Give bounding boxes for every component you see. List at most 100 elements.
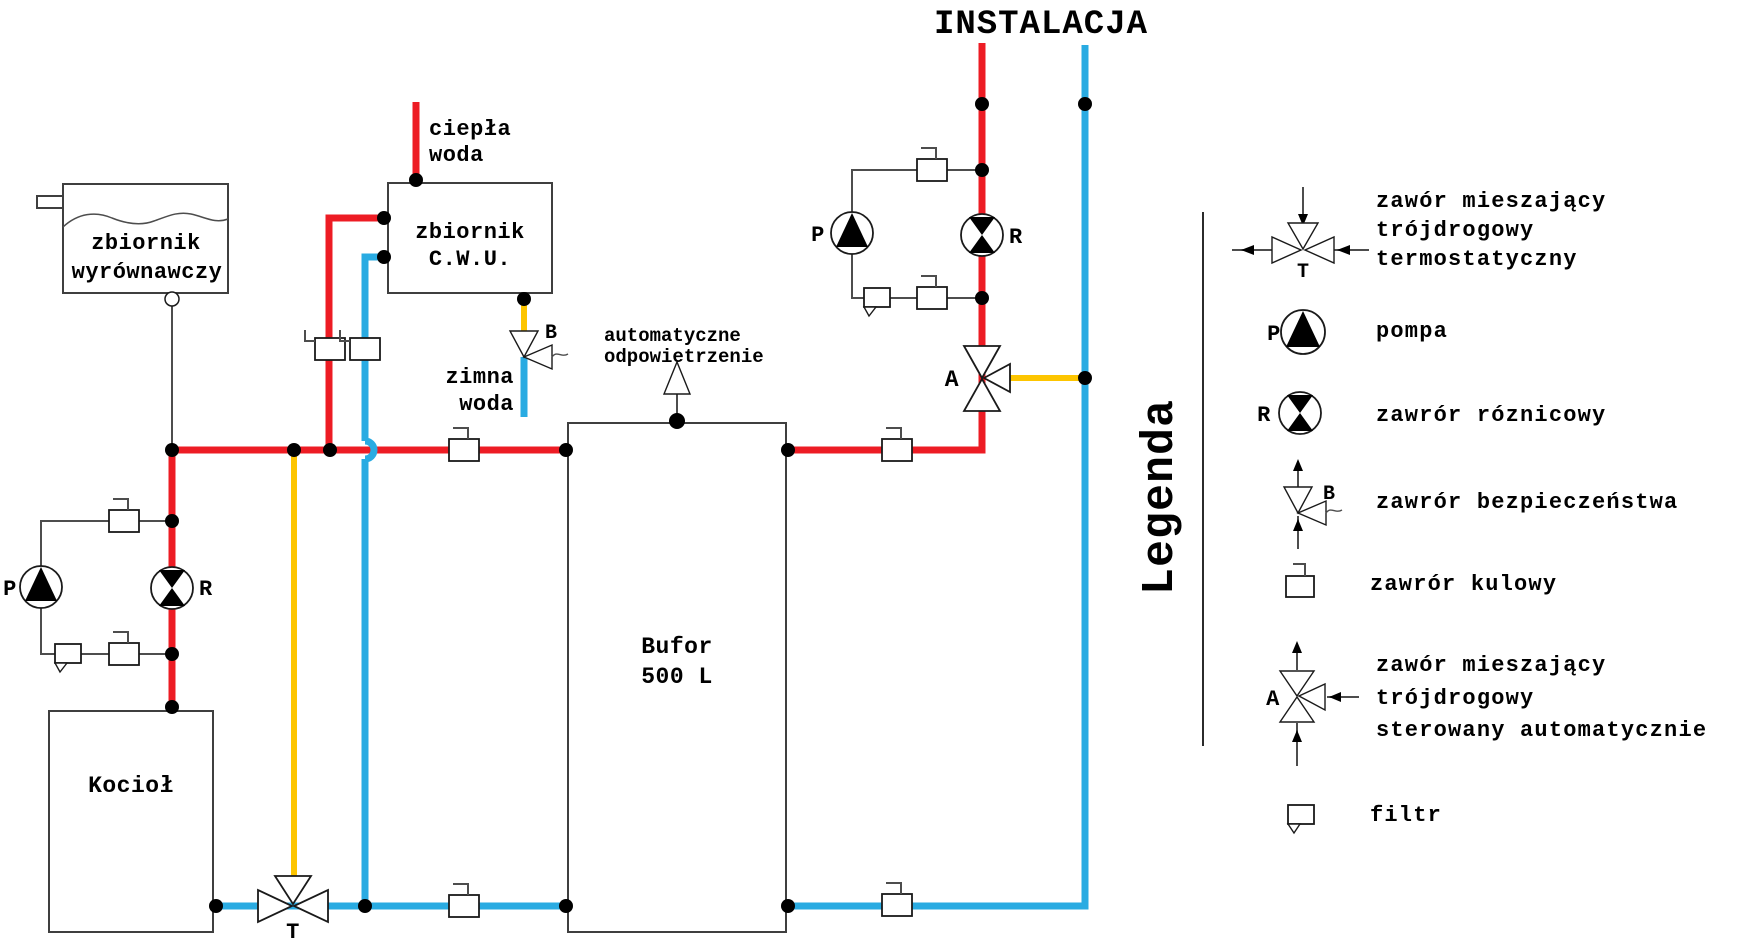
legend-entry-label: zawrór róznicowy [1376,403,1606,428]
pump-letter: P [811,223,825,248]
ball-valve-handle [886,427,902,439]
ball-valve-icon [108,498,140,533]
junction-dot [781,899,795,913]
valve-cone [962,377,1002,412]
valve-cone [1271,235,1303,265]
diff-valve-cone [159,588,185,606]
arrow-left-icon [1337,245,1350,255]
ball-valve-body [314,337,346,361]
pipe-hot-boiler-riser-and-main [168,446,568,711]
legend-pump-icon: P [1267,309,1326,355]
auto-vent-icon [662,360,692,395]
junction-dot [209,899,223,913]
components [19,147,1011,924]
legend-entry-label: trójdrogowy [1376,686,1534,711]
legend-entry-label: zawrór kulowy [1370,572,1557,597]
ball-valve-handle [453,883,469,895]
pump-icon [19,565,63,609]
valve-cone [508,330,540,359]
ball-valve-body [108,642,140,666]
legend-ball-valve-icon [1285,563,1315,598]
hot-water-label: woda [429,143,484,168]
pump-letter: P [3,577,17,602]
diff-valve-cone [1287,413,1313,431]
junction-dot [975,97,989,111]
legend-entry-label: zawrór bezpieczeństwa [1376,490,1678,515]
junction-dot [559,899,573,913]
legend-safety-valve-icon: B [1282,459,1343,549]
safety-valve-squiggle [1325,509,1343,514]
ball-valve-icon [881,427,913,462]
filter-flag [53,662,69,674]
auto-vent-label: automatyczne [604,325,741,347]
expansion-tank-inlet-stub [36,195,64,209]
diff-valve-letter: R [1009,225,1023,250]
cwu-tank: zbiornik C.W.U. [387,182,553,294]
valve-cone [1278,670,1316,698]
ball-valve-body [916,158,948,182]
legend-differential-valve-icon: R [1257,391,1322,435]
buffer-tank: Bufor 500 L [567,422,787,933]
filter-flag [862,306,878,318]
page-title: INSTALACJA [934,6,1148,44]
legend-entry-label: termostatyczny [1376,247,1578,272]
junction-dot [287,443,301,457]
filter-body [863,287,891,308]
auto-valve-letter: A [945,367,959,393]
arrow-up-icon [1292,641,1302,653]
boiler-label: Kocioł [88,773,174,799]
expansion-tank-outlet-circle [164,291,180,307]
legend-entry-label: filtr [1370,803,1442,828]
diff-valve-cone [969,217,995,235]
junction-dot [1078,97,1092,111]
cold-water-label: woda [459,392,514,417]
ball-valve-body [448,438,480,462]
pump-rotor [836,213,868,247]
junction-dot [975,291,989,305]
ball-valve-body [1285,575,1315,598]
ball-valve-body [916,286,948,310]
auto-vent-label: odpowietrzenie [604,346,764,368]
legend-entry-label: pompa [1376,319,1448,344]
ball-valve-handle [113,498,129,510]
junction-dot [323,443,337,457]
valve-cone [1303,235,1335,265]
junction-dot [165,443,179,457]
legend-entry-label: trójdrogowy [1376,218,1534,243]
water-level-wave [62,212,229,228]
expansion-tank-body [62,183,229,294]
legend-letter: R [1257,403,1271,428]
junction-dot [358,899,372,913]
ball-valve-icon [304,330,346,361]
junction-dot [559,443,573,457]
ball-valve-handle [453,427,469,439]
cwu-tank-label: zbiornik [415,220,525,245]
ball-valve-icon [339,330,381,361]
junction-dot [409,173,423,187]
expansion-tank-label: zbiornik [91,231,201,256]
tanks: zbiornik wyrównawczy zbiornik C.W.U. Buf… [36,182,787,933]
legend-filter-icon [1286,804,1315,835]
pump-icon [830,211,874,255]
valve-cone [291,888,329,924]
ball-valve-handle [304,330,315,342]
arrow-up-icon [1293,459,1303,471]
junction-dot [781,443,795,457]
safety-valve-squiggle [551,353,569,358]
expansion-tank: zbiornik wyrównawczy [36,183,229,307]
cwu-tank-label: C.W.U. [429,247,511,272]
filter-icon [862,287,891,318]
junction-dot [377,211,391,225]
ball-valve-body [448,894,480,918]
arrow-left-icon [1329,692,1341,702]
safety-valve-letter: B [545,322,557,345]
junction-dot [165,647,179,661]
ball-valve-icon [916,275,948,310]
legend-entry-label: zawór mieszający [1376,653,1606,678]
ball-valve-handle [339,330,350,342]
diff-valve-cone [159,570,185,588]
valve-cone [962,345,1002,380]
cold-water-label: zimna [445,365,514,390]
